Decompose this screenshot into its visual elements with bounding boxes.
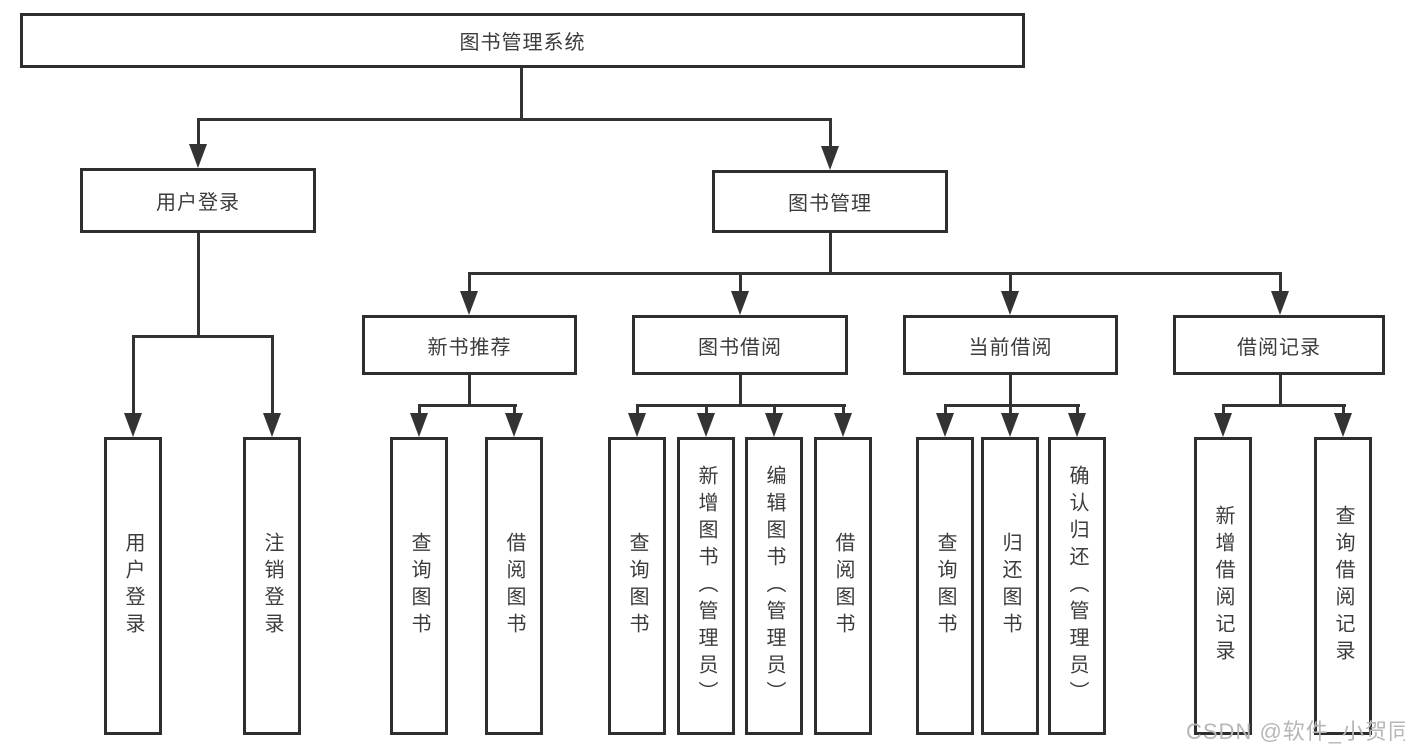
- leaf-add-books-admin-label: 新增图书（管理员）: [695, 464, 717, 708]
- connector-line: [271, 335, 274, 419]
- node-book-management-label: 图书管理: [788, 193, 872, 215]
- leaf-query-books-recommend: 查询图书: [390, 437, 448, 735]
- node-book-management: 图书管理: [712, 170, 948, 233]
- connector-line: [829, 233, 832, 275]
- connector-arrowhead: [765, 413, 783, 437]
- leaf-add-borrow-record: 新增借阅记录: [1194, 437, 1252, 735]
- node-current-borrow-label: 当前借阅: [968, 336, 1053, 359]
- leaf-query-books-borrow: 查询图书: [608, 437, 666, 735]
- connector-arrowhead: [460, 291, 478, 315]
- connector-line: [418, 404, 421, 420]
- connector-arrowhead: [1334, 413, 1352, 437]
- leaf-return-books-label: 归还图书: [999, 532, 1021, 640]
- leaf-query-books-borrow-label: 查询图书: [626, 532, 648, 640]
- leaf-logout: 注销登录: [243, 437, 301, 735]
- connector-arrowhead: [628, 413, 646, 437]
- connector-line: [1009, 375, 1012, 407]
- connector-line: [468, 272, 1282, 275]
- connector-line: [739, 375, 742, 407]
- connector-arrowhead: [410, 413, 428, 437]
- connector-line: [636, 404, 846, 407]
- connector-arrowhead: [821, 146, 839, 170]
- leaf-query-borrow-record-label: 查询借阅记录: [1332, 505, 1354, 667]
- leaf-query-borrow-record: 查询借阅记录: [1314, 437, 1372, 735]
- connector-line: [1009, 272, 1012, 296]
- connector-line: [1279, 272, 1282, 296]
- leaf-borrow-books-recommend: 借阅图书: [485, 437, 543, 735]
- connector-line: [132, 335, 135, 419]
- leaf-borrow-books: 借阅图书: [814, 437, 872, 735]
- leaf-user-login: 用户登录: [104, 437, 162, 735]
- connector-line: [1009, 404, 1012, 420]
- connector-line: [468, 272, 471, 296]
- connector-line: [468, 375, 471, 407]
- leaf-edit-books-admin: 编辑图书（管理员）: [745, 437, 803, 735]
- connector-line: [944, 404, 947, 420]
- leaf-logout-label: 注销登录: [261, 532, 283, 640]
- leaf-user-login-label: 用户登录: [122, 532, 144, 640]
- connector-arrowhead: [697, 413, 715, 437]
- connector-line: [132, 335, 274, 338]
- connector-line: [197, 118, 200, 148]
- node-borrow-records: 借阅记录: [1173, 315, 1385, 375]
- connector-line: [773, 404, 776, 420]
- node-book-borrow: 图书借阅: [632, 315, 848, 375]
- node-new-book-recommend: 新书推荐: [362, 315, 577, 375]
- connector-arrowhead: [263, 413, 281, 437]
- connector-arrowhead: [1214, 413, 1232, 437]
- node-root-label: 图书管理系统: [459, 32, 586, 54]
- leaf-query-books-current: 查询图书: [916, 437, 974, 735]
- node-user-login: 用户登录: [80, 168, 316, 233]
- connector-line: [842, 404, 845, 420]
- connector-arrowhead: [189, 144, 207, 168]
- connector-line: [1222, 404, 1346, 407]
- connector-line: [1342, 404, 1345, 420]
- node-borrow-records-label: 借阅记录: [1237, 336, 1321, 359]
- connector-arrowhead: [731, 291, 749, 315]
- node-book-borrow-label: 图书借阅: [698, 336, 782, 359]
- node-current-borrow: 当前借阅: [903, 315, 1118, 375]
- connector-line: [705, 404, 708, 420]
- leaf-borrow-books-recommend-label: 借阅图书: [503, 532, 525, 640]
- node-user-login-label: 用户登录: [156, 192, 240, 214]
- connector-line: [418, 404, 517, 407]
- leaf-confirm-return-admin: 确认归还（管理员）: [1048, 437, 1106, 735]
- leaf-confirm-return-admin-label: 确认归还（管理员）: [1066, 464, 1088, 708]
- connector-arrowhead: [834, 413, 852, 437]
- connector-line: [944, 404, 1080, 407]
- leaf-query-books-recommend-label: 查询图书: [408, 532, 430, 640]
- connector-arrowhead: [1001, 291, 1019, 315]
- connector-arrowhead: [1271, 291, 1289, 315]
- connector-line: [1222, 404, 1225, 420]
- leaf-return-books: 归还图书: [981, 437, 1039, 735]
- connector-arrowhead: [124, 413, 142, 437]
- connector-line: [829, 118, 832, 150]
- leaf-add-books-admin: 新增图书（管理员）: [677, 437, 735, 735]
- connector-line: [197, 233, 200, 338]
- connector-arrowhead: [1068, 413, 1086, 437]
- leaf-edit-books-admin-label: 编辑图书（管理员）: [763, 464, 785, 708]
- leaf-borrow-books-label: 借阅图书: [832, 532, 854, 640]
- leaf-add-borrow-record-label: 新增借阅记录: [1212, 505, 1234, 667]
- connector-line: [1279, 375, 1282, 407]
- connector-line: [739, 272, 742, 296]
- connector-line: [513, 404, 516, 420]
- connector-line: [1076, 404, 1079, 420]
- watermark: CSDN @软件_小贺同学: [1186, 719, 1405, 744]
- connector-arrowhead: [505, 413, 523, 437]
- connector-arrowhead: [936, 413, 954, 437]
- node-new-book-recommend-label: 新书推荐: [427, 336, 512, 359]
- node-root: 图书管理系统: [20, 13, 1025, 68]
- connector-line: [636, 404, 639, 420]
- connector-arrowhead: [1001, 413, 1019, 437]
- connector-line: [197, 118, 832, 121]
- leaf-query-books-current-label: 查询图书: [934, 532, 956, 640]
- connector-line: [520, 68, 523, 121]
